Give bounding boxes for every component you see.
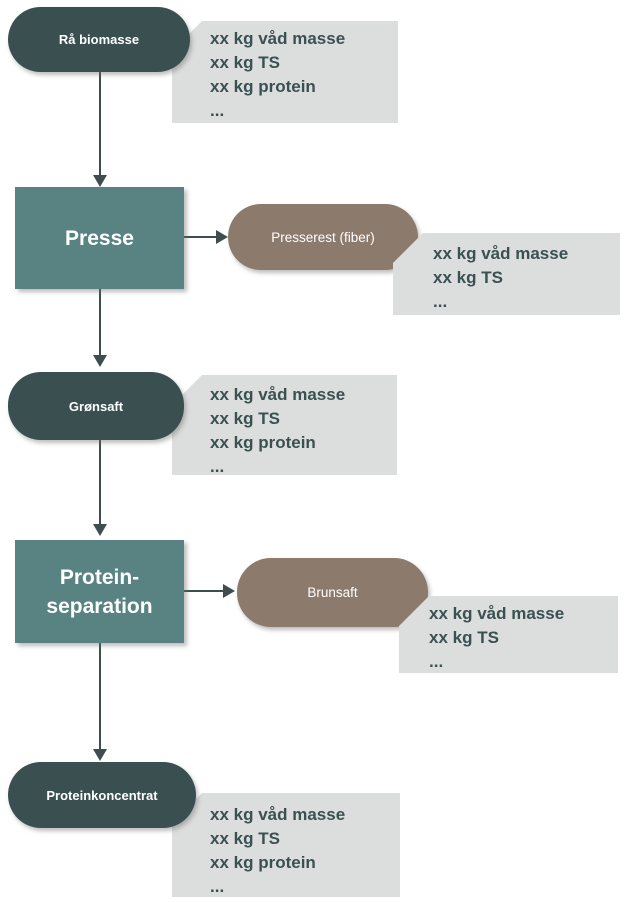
- arrow-down-icon: [93, 749, 107, 761]
- info-line: xx kg våd masse: [210, 385, 346, 404]
- node-green-juice: Grønsaft: [8, 372, 184, 440]
- info-line: xx kg våd masse: [433, 244, 569, 263]
- node-label-line2: separation: [46, 594, 153, 618]
- arrow-down-icon: [93, 175, 107, 187]
- node-press: Presse: [15, 187, 184, 289]
- info-line: xx kg protein: [210, 433, 316, 452]
- info-line: xx kg våd masse: [210, 29, 346, 48]
- info-line: xx kg våd masse: [210, 805, 346, 824]
- arrow-right-icon: [216, 230, 228, 244]
- node-label: Brunsaft: [307, 585, 358, 600]
- arrow-raw-to-press: [99, 72, 101, 176]
- arrow-down-icon: [93, 524, 107, 536]
- info-box-raw-biomass: xx kg våd masse xx kg TS xx kg protein .…: [172, 21, 398, 123]
- node-label: Presse: [65, 226, 134, 250]
- info-box-press-residue: xx kg våd masse xx kg TS ...: [393, 233, 620, 315]
- node-label: Grønsaft: [68, 398, 124, 414]
- node-press-residue: Presserest (fiber): [228, 204, 418, 270]
- arrow-press-to-residue: [184, 236, 218, 238]
- arrow-right-icon: [223, 584, 235, 598]
- info-line: xx kg protein: [210, 853, 316, 872]
- node-label: Rå biomasse: [58, 32, 140, 47]
- arrow-separation-to-concentrate: [99, 643, 101, 750]
- arrow-greenjuice-to-separation: [99, 440, 101, 525]
- info-line: xx kg protein: [210, 77, 316, 96]
- info-line: ...: [210, 101, 225, 120]
- node-label: Proteinkoncentrat: [46, 787, 158, 803]
- info-line: ...: [210, 457, 225, 476]
- info-box-green-juice: xx kg våd masse xx kg TS xx kg protein .…: [172, 375, 397, 475]
- info-box-protein-concentrate: xx kg våd masse xx kg TS xx kg protein .…: [172, 793, 400, 897]
- node-protein-separation: Protein- separation: [15, 540, 184, 643]
- arrow-press-to-greenjuice: [99, 289, 101, 356]
- info-line: xx kg TS: [433, 268, 503, 287]
- node-label-line1: Protein-: [59, 565, 140, 589]
- node-brown-juice: Brunsaft: [237, 558, 428, 627]
- arrow-separation-to-brownjuice: [184, 590, 224, 592]
- info-box-brown-juice: xx kg våd masse xx kg TS ...: [399, 596, 618, 673]
- node-protein-concentrate: Proteinkoncentrat: [8, 762, 196, 828]
- arrow-down-icon: [93, 355, 107, 367]
- info-line: ...: [429, 652, 444, 671]
- info-line: ...: [433, 292, 448, 311]
- info-line: xx kg TS: [210, 829, 280, 848]
- info-line: xx kg TS: [210, 53, 280, 72]
- node-raw-biomass: Rå biomasse: [8, 7, 190, 72]
- node-label: Presserest (fiber): [271, 229, 375, 245]
- info-line: xx kg TS: [429, 628, 499, 647]
- info-line: xx kg våd masse: [429, 604, 565, 623]
- info-line: ...: [210, 877, 225, 896]
- info-line: xx kg TS: [210, 409, 280, 428]
